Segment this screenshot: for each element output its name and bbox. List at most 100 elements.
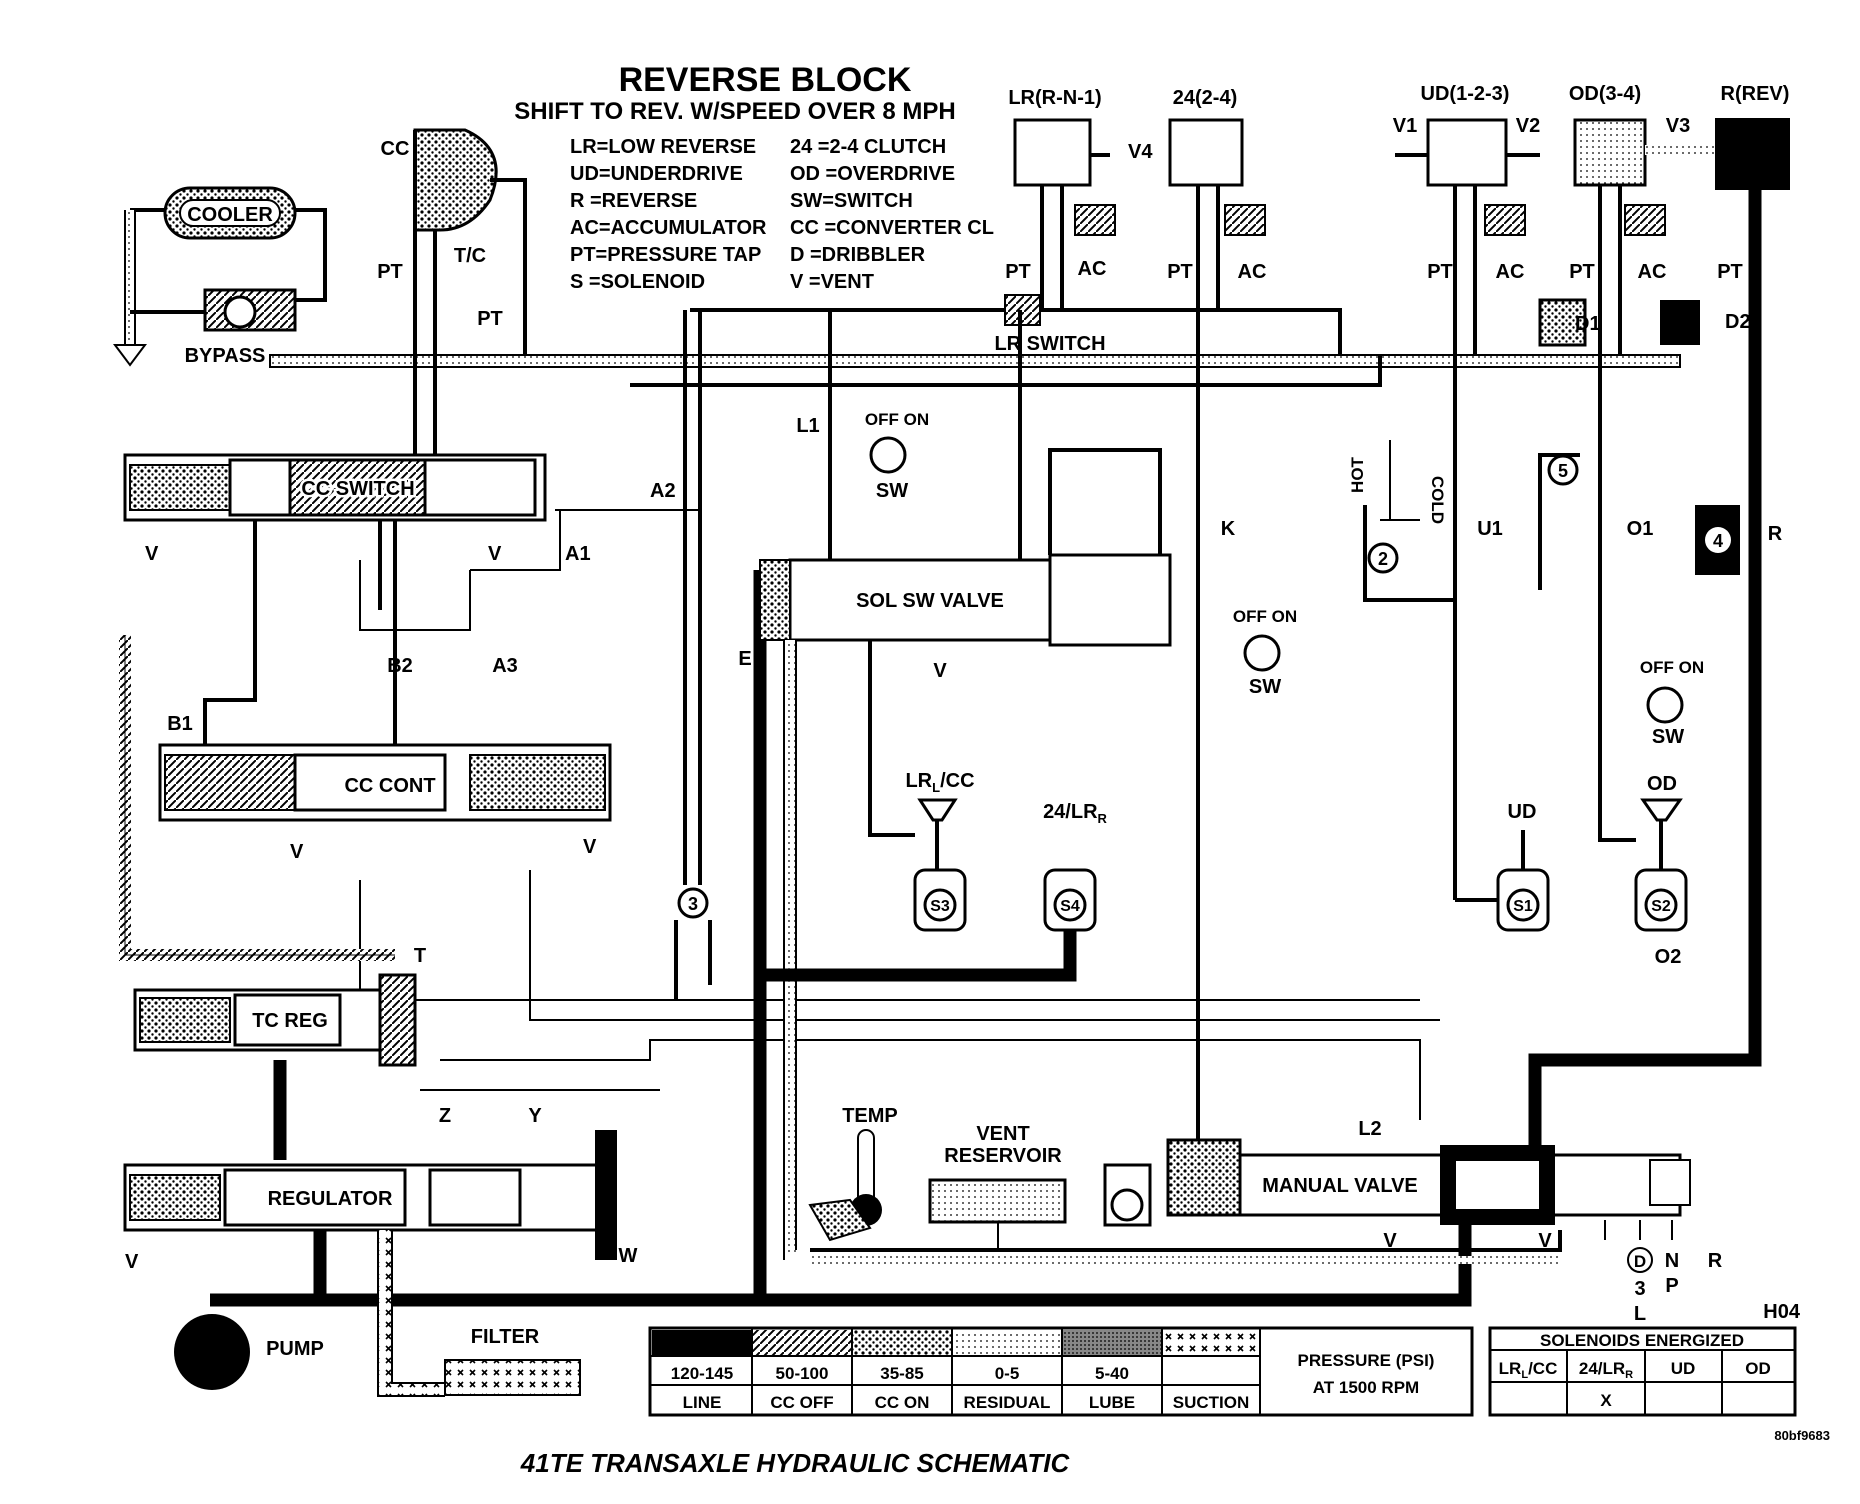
s2-label: S2 (1651, 898, 1671, 915)
lrl-cc-label: LRL/CC (905, 770, 974, 795)
o1-switch-sw: SW (1652, 726, 1684, 748)
legend-ccoff: CC OFF (770, 1393, 833, 1412)
cc-control-valve: CC CONT B1 B2 A3 V V (158, 520, 612, 863)
od-pt: PT (1569, 261, 1595, 283)
vent-label: VENT (976, 1123, 1029, 1145)
check-5: 5 (1558, 461, 1568, 481)
c24-clutch: 24(2-4) PT AC K (1167, 87, 1266, 1140)
lr-pt: PT (1005, 261, 1031, 283)
e-label: E (738, 648, 751, 670)
sol-sw-vent: V (933, 660, 947, 682)
sol-head-24lr: 24/LRR (1579, 1359, 1633, 1381)
sol-sw-valve-label: SOL SW VALVE (856, 590, 1004, 612)
k-label: K (1221, 518, 1236, 540)
d1-label: D1 (1575, 313, 1601, 335)
l1-switch-sw: SW (876, 480, 908, 502)
o1-switch-offon: OFF ON (1640, 658, 1704, 677)
l2-label: L2 (1358, 1118, 1381, 1140)
od-solenoid-label: OD (1647, 773, 1677, 795)
t-label: T (414, 945, 426, 967)
cc-cont-vent-left: V (290, 841, 304, 863)
shift-l: L (1634, 1303, 1646, 1325)
diagram-caption: 41TE TRANSAXLE HYDRAULIC SCHEMATIC (520, 1448, 1071, 1478)
y-label: Y (528, 1105, 542, 1127)
a3-label: A3 (492, 655, 518, 677)
manual-vent-left: V (1383, 1230, 1397, 1252)
cold-label: COLD (1428, 476, 1447, 524)
key-left-2: UD=UNDERDRIVE (570, 163, 743, 185)
reverse-clutch: R(REV) PT D2 D1 4 R (1528, 83, 1790, 1160)
cooler-circuit: COOLER BYPASS (113, 186, 327, 367)
z-label: Z (439, 1105, 451, 1127)
temp-label: TEMP (842, 1105, 898, 1127)
s4-label: S4 (1060, 898, 1080, 915)
ud-clutch-label: UD(1-2-3) (1421, 83, 1510, 105)
legend-residual: RESIDUAL (964, 1393, 1051, 1412)
regulator-label: REGULATOR (268, 1188, 393, 1210)
r-label: R (1768, 523, 1783, 545)
legend-suction: SUCTION (1173, 1393, 1250, 1412)
v2-label: V2 (1516, 115, 1540, 137)
cc-label: CC (381, 138, 410, 160)
figure-code: H04 (1763, 1301, 1801, 1323)
main-passages (269, 308, 1681, 1120)
legend-lube-psi: 5-40 (1095, 1364, 1129, 1383)
cc-switch-valve: CC SWITCH V V A1 A2 (123, 453, 676, 565)
ud-pt: PT (1427, 261, 1453, 283)
legend-ccon-psi: 35-85 (880, 1364, 923, 1383)
check-3: 3 (688, 894, 698, 914)
s3-label: S3 (930, 898, 950, 915)
manual-vent-right: V (1538, 1230, 1552, 1252)
cc-switch-vent-right: V (488, 543, 502, 565)
ud-solenoid-label: UD (1508, 801, 1537, 823)
tc-label: T/C (454, 245, 486, 267)
pressure-switch-k: OFF ON SW (1233, 607, 1297, 698)
shift-3: 3 (1634, 1278, 1645, 1300)
legend-ccoff-psi: 50-100 (776, 1364, 829, 1383)
key-right-1: 24 =2-4 CLUTCH (790, 136, 946, 158)
k-switch-sw: SW (1249, 676, 1281, 698)
legend-pressure-label-1: PRESSURE (PSI) (1298, 1351, 1435, 1370)
v1-label: V1 (1393, 115, 1417, 137)
legend-lube: LUBE (1089, 1393, 1135, 1412)
reservoir-label: RESERVOIR (944, 1145, 1062, 1167)
legend-ccon: CC ON (875, 1393, 930, 1412)
od-ac: AC (1638, 261, 1667, 283)
vent-reservoir (928, 1178, 1067, 1224)
sol-head-ud: UD (1671, 1359, 1696, 1378)
b2-label: B2 (387, 655, 413, 677)
pt-tc-label: PT (377, 261, 403, 283)
key-left-1: LR=LOW REVERSE (570, 136, 756, 158)
key-left-5: PT=PRESSURE TAP (570, 244, 761, 266)
manual-valve-label: MANUAL VALVE (1262, 1175, 1418, 1197)
regulator-valve: REGULATOR V Z Y W (123, 1105, 638, 1273)
pt-tc2-label: PT (477, 308, 503, 330)
solenoid-table: SOLENOIDS ENERGIZED LRL/CC 24/LRR UD OD … (1488, 1326, 1797, 1417)
tc-regulator-valve: TC REG T (119, 635, 426, 1160)
figure-id: 80bf9683 (1774, 1428, 1830, 1443)
solenoid-table-title: SOLENOIDS ENERGIZED (1540, 1331, 1744, 1350)
cooler-label: COOLER (187, 204, 273, 226)
key-left-3: R =REVERSE (570, 190, 697, 212)
filter-label: FILTER (471, 1326, 540, 1348)
shift-p: P (1665, 1275, 1678, 1297)
c24-pt: PT (1167, 261, 1193, 283)
pressure-switch-l1: OFF ON SW (865, 410, 929, 502)
key-right-6: V =VENT (790, 271, 874, 293)
key-right-5: D =DRIBBLER (790, 244, 926, 266)
check-4: 4 (1713, 531, 1723, 551)
od-clutch: OD(3-4) V3 PT AC O1 (1569, 83, 1715, 700)
key-right-4: CC =CONVERTER CL (790, 217, 994, 239)
v3-label: V3 (1666, 115, 1690, 137)
filter (444, 1359, 581, 1396)
sol-cell-24lr: X (1600, 1391, 1612, 1410)
torque-converter: CC T/C PT PT (377, 128, 527, 480)
pressure-legend: 120-145 50-100 35-85 0-5 5-40 LINE CC OF… (648, 1326, 1474, 1417)
sol-head-lrcc: LRL/CC (1499, 1359, 1558, 1381)
shift-r: R (1708, 1250, 1723, 1272)
o2-label: O2 (1655, 946, 1682, 968)
manual-valve: MANUAL VALVE L2 V V D 3 L N P R (1166, 1118, 1723, 1325)
regulator-vent: V (125, 1251, 139, 1273)
legend-line: LINE (683, 1393, 722, 1412)
o1-label: O1 (1627, 518, 1654, 540)
